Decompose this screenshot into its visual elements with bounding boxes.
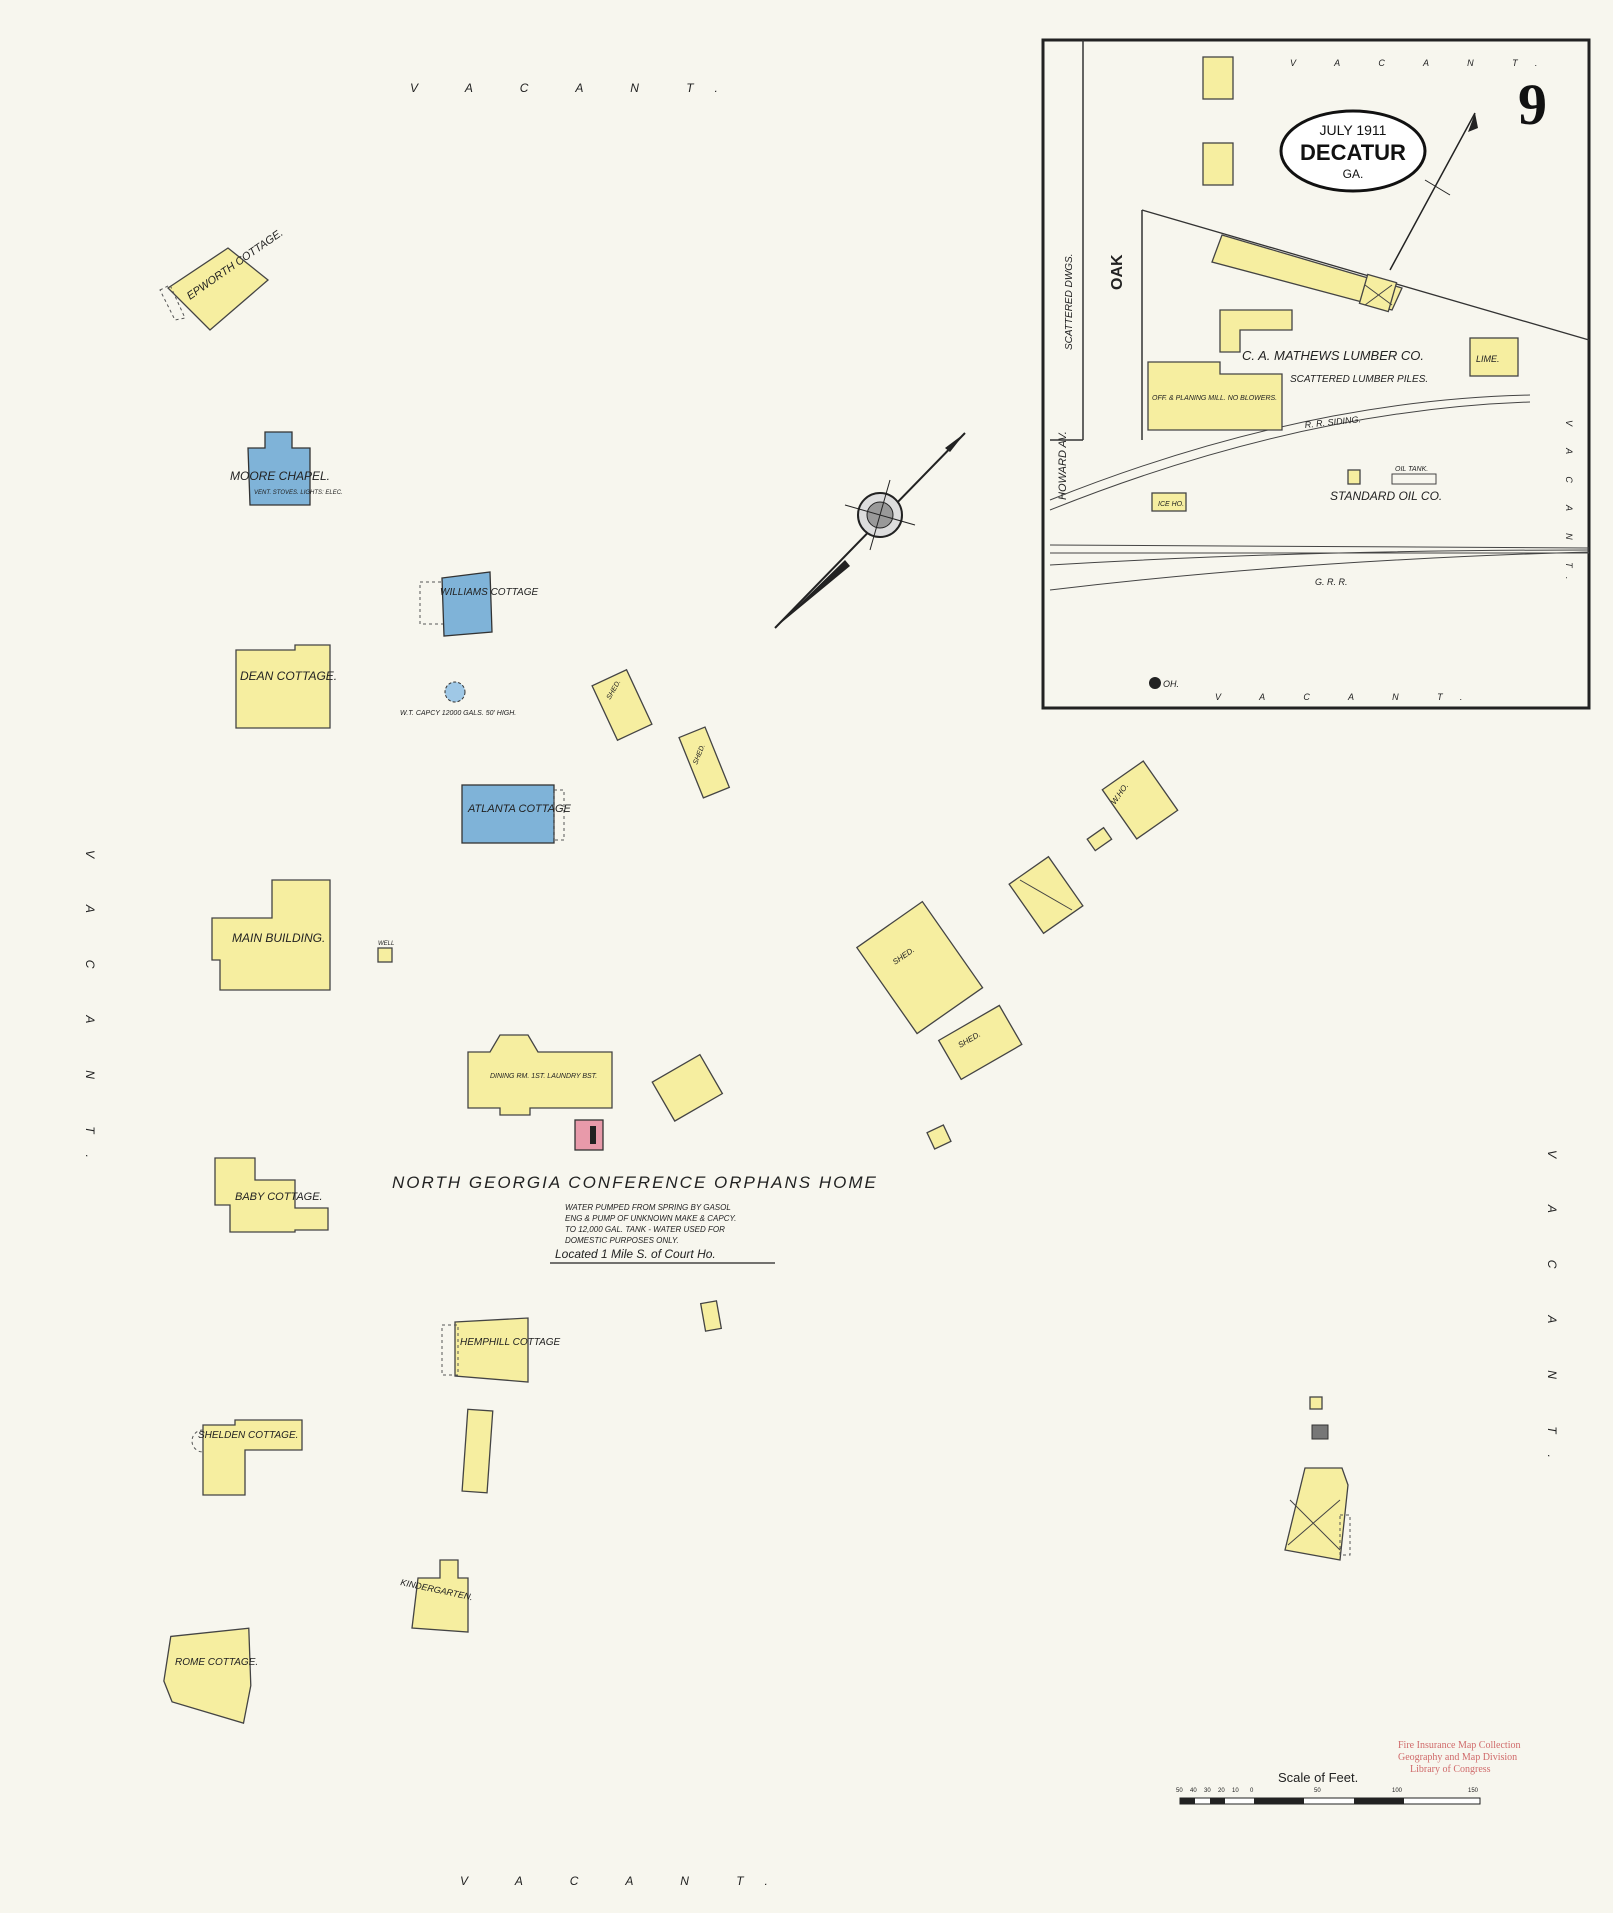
lime-label: LIME. <box>1476 354 1500 364</box>
vacant-right: V A C A N T. <box>1545 1150 1559 1480</box>
scattered-lumber-label: SCATTERED LUMBER PILES. <box>1290 374 1428 385</box>
vacant-left: V A C A N T. <box>83 850 97 1180</box>
oh-label: OH. <box>1163 679 1179 689</box>
dining-building: DINING RM. 1ST. LAUNDRY BST. <box>467 1034 613 1116</box>
stamp-line-2: Geography and Map Division <box>1398 1752 1517 1763</box>
tick-100: 100 <box>1392 1788 1403 1794</box>
small-shed <box>1086 826 1113 852</box>
tick-0: 0 <box>1250 1788 1254 1794</box>
narrow-shed <box>461 1408 494 1494</box>
inset-map: OAK HOWARD AV. SCATTERED DWGS. C. A. MAT… <box>1041 38 1591 1440</box>
location-note: Located 1 Mile S. of Court Ho. <box>555 1247 716 1261</box>
moore-chapel-note: VENT. STOVES. LIGHTS: ELEC. <box>254 490 343 496</box>
scale-title: Scale of Feet. <box>1278 1770 1358 1785</box>
epworth-cottage: EPWORTH COTTAGE. <box>159 227 286 331</box>
shed-4 <box>651 1053 724 1122</box>
well-label: WELL <box>378 941 394 947</box>
hemphill-cottage: HEMPHILL COTTAGE <box>441 1317 561 1383</box>
water-tank: W.T. CAPCY 12000 GALS. 50' HIGH. <box>400 681 516 717</box>
well: WELL <box>377 941 394 963</box>
street-oak-label: OAK <box>1109 254 1126 290</box>
shelden-cottage: SHELDEN COTTAGE. <box>191 1419 303 1496</box>
note-line-4: DOMESTIC PURPOSES ONLY. <box>565 1236 679 1245</box>
barn <box>1008 855 1084 935</box>
williams-label: WILLIAMS COTTAGE <box>440 587 538 598</box>
dean-cottage: DEAN COTTAGE. <box>235 644 337 729</box>
scattered-dwgs-label: SCATTERED DWGS. <box>1064 254 1075 350</box>
street-howard-label: HOWARD AV. <box>1057 431 1069 500</box>
moore-chapel: MOORE CHAPEL. VENT. STOVES. LIGHTS: ELEC… <box>230 431 343 506</box>
tiny-shed <box>926 1124 952 1150</box>
dining-label: DINING RM. 1ST. LAUNDRY BST. <box>490 1073 597 1080</box>
compass-rose-icon <box>774 432 966 629</box>
tick-50b: 50 <box>1314 1788 1321 1794</box>
rome-cottage: ROME COTTAGE. <box>163 1627 258 1724</box>
kindergarten: KINDERGARTEN. <box>400 1559 474 1633</box>
main-building-label: MAIN BUILDING. <box>232 931 325 945</box>
vacant-bottom: V A C A N T. <box>460 1874 790 1888</box>
atlanta-label: ATLANTA COTTAGE <box>467 803 572 815</box>
two-story-house <box>1284 1467 1351 1561</box>
boiler-room <box>574 1119 604 1151</box>
big-shed: SHED. <box>855 900 984 1035</box>
rr-siding-label: R. R. SIDING. <box>1304 414 1361 430</box>
tick-40: 40 <box>1190 1788 1197 1794</box>
baby-label: BABY COTTAGE. <box>235 1191 323 1203</box>
state-label: GA. <box>1343 167 1364 181</box>
hemphill-label: HEMPHILL COTTAGE <box>460 1337 561 1348</box>
atlanta-cottage: ATLANTA COTTAGE <box>461 784 572 844</box>
tank-label: W.T. CAPCY 12000 GALS. 50' HIGH. <box>400 710 516 717</box>
note-line-2: ENG & PUMP OF UNKNOWN MAKE & CAPCY. <box>565 1214 736 1223</box>
inset-vacant-bottom: V A C A N T. <box>1215 692 1480 702</box>
city-label: DECATUR <box>1300 140 1406 165</box>
ga-rr-label: G. R. R. <box>1315 577 1348 587</box>
title-cartouche: JULY 1911 DECATUR GA. <box>1279 109 1427 193</box>
stamp-line-3: Library of Congress <box>1410 1764 1491 1775</box>
outhouse <box>699 1300 723 1332</box>
date-label: JULY 1911 <box>1320 122 1387 138</box>
inset-vacant-top: V A C A N T. <box>1290 58 1555 68</box>
wh-building: W.HO. <box>1101 760 1179 840</box>
vacant-top: V A C A N T. <box>410 81 740 95</box>
moore-chapel-label: MOORE CHAPEL. <box>230 469 330 483</box>
standard-oil-label: STANDARD OIL CO. <box>1330 489 1442 503</box>
planing-mill-label: OFF. & PLANING MILL. NO BLOWERS. <box>1152 395 1277 402</box>
dean-label: DEAN COTTAGE. <box>240 669 337 683</box>
lumber-co-label: C. A. MATHEWS LUMBER CO. <box>1242 348 1424 363</box>
orphans-home-title: NORTH GEORGIA CONFERENCE ORPHANS HOME <box>392 1173 878 1192</box>
williams-cottage: WILLIAMS COTTAGE <box>419 571 538 637</box>
sheet-number: 9 <box>1518 72 1547 137</box>
tick-10: 10 <box>1232 1788 1239 1794</box>
shelden-label: SHELDEN COTTAGE. <box>198 1430 298 1441</box>
scale-bar: Scale of Feet. 50 40 30 20 10 0 50 100 1… <box>1176 1770 1481 1805</box>
tick-30: 30 <box>1204 1788 1211 1794</box>
library-stamp: Fire Insurance Map Collection Geography … <box>1398 1740 1520 1775</box>
note-line-3: TO 12,000 GAL. TANK - WATER USED FOR <box>565 1225 725 1234</box>
main-building: MAIN BUILDING. <box>211 879 331 991</box>
oil-tank-label: OIL TANK. <box>1395 466 1428 473</box>
tick-50a: 50 <box>1176 1788 1183 1794</box>
inset-vacant-right: V A C A N T. <box>1564 420 1574 589</box>
shed-3: SHED. <box>937 1004 1023 1081</box>
tick-150: 150 <box>1468 1788 1479 1794</box>
rome-label: ROME COTTAGE. <box>175 1657 258 1668</box>
stamp-line-1: Fire Insurance Map Collection <box>1398 1740 1520 1751</box>
shed-2: SHED. <box>678 726 731 799</box>
tick-20: 20 <box>1218 1788 1225 1794</box>
ice-ho-label: ICE HO. <box>1158 501 1184 508</box>
note-line-1: WATER PUMPED FROM SPRING BY GASOL <box>565 1203 731 1212</box>
shed-1: SHED. <box>591 668 653 742</box>
baby-cottage: BABY COTTAGE. <box>214 1157 329 1233</box>
